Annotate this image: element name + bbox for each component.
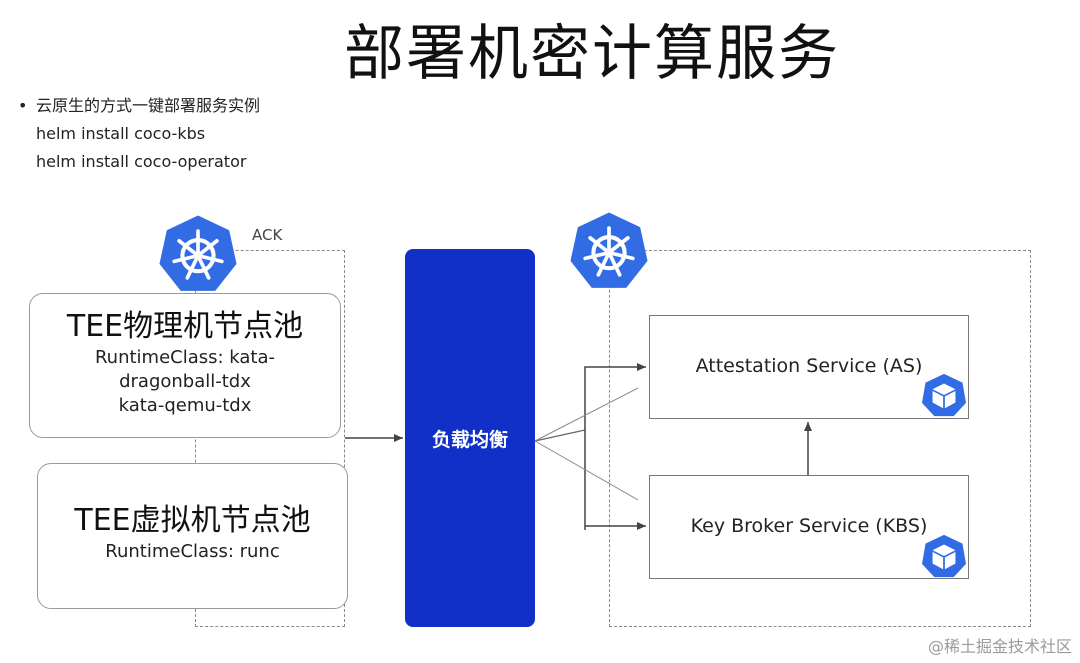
key-broker-service-box: Key Broker Service (KBS) — [649, 475, 969, 579]
k8s-pod-cube-icon — [922, 534, 966, 578]
bullet-dot: • — [18, 96, 28, 115]
physical-pool-runtime-line-2: dragonball-tdx — [119, 371, 251, 392]
helm-command-1: helm install coco-kbs — [36, 124, 206, 143]
physical-pool-runtime-line-1: RuntimeClass: kata- — [94, 347, 276, 368]
k8s-pod-cube-icon — [922, 373, 966, 417]
kubernetes-icon — [159, 215, 237, 291]
helm-command-2: helm install coco-operator — [36, 152, 247, 171]
deploy-notes: • 云原生的方式一键部署服务实例 helm install coco-kbs he… — [18, 92, 260, 176]
kubernetes-icon — [570, 212, 648, 288]
ack-label: ACK — [252, 226, 283, 244]
physical-pool-runtime-line-3: kata-qemu-tdx — [118, 395, 252, 416]
watermark: @稀土掘金技术社区 — [927, 637, 1072, 656]
bullet-text: 云原生的方式一键部署服务实例 — [36, 96, 261, 115]
key-broker-service-label: Key Broker Service (KBS) — [690, 515, 928, 537]
page-title: 部署机密计算服务 — [344, 19, 840, 89]
virtual-pool-runtime-line: RuntimeClass: runc — [105, 541, 280, 562]
attestation-service-label: Attestation Service (AS) — [695, 355, 923, 377]
diagonal-lb-to-as — [534, 387, 639, 442]
diagonal-lb-to-kbs — [534, 440, 639, 501]
load-balancer: 负载均衡 — [405, 249, 535, 627]
physical-pool-title: TEE物理机节点池 — [66, 309, 304, 344]
tee-physical-node-pool: TEE物理机节点池 RuntimeClass: kata- dragonball… — [29, 293, 341, 438]
service-cluster-boundary — [609, 250, 1031, 627]
attestation-service-box: Attestation Service (AS) — [649, 315, 969, 419]
ack-cluster-boundary — [195, 250, 345, 627]
connector-lb-to-fork — [534, 429, 586, 442]
arrow-lb-to-as — [584, 363, 646, 530]
virtual-pool-title: TEE虚拟机节点池 — [74, 503, 311, 538]
tee-virtual-node-pool: TEE虚拟机节点池 RuntimeClass: runc — [37, 463, 348, 609]
load-balancer-label: 负载均衡 — [431, 428, 508, 451]
